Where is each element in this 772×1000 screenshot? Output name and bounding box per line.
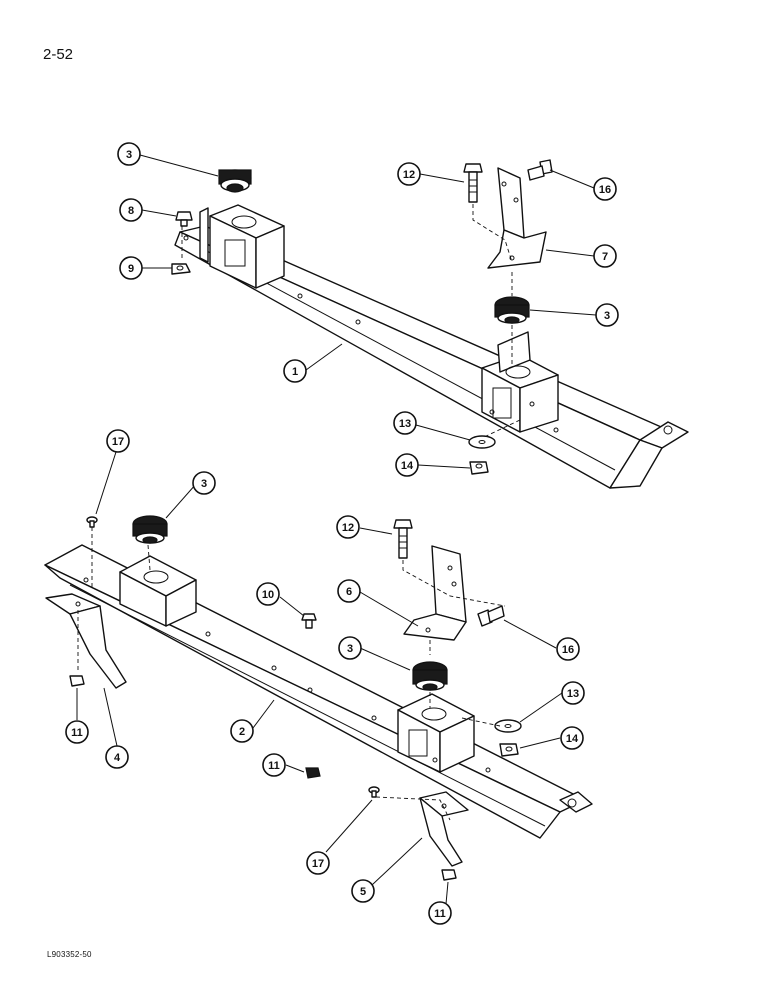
callout-3b: 3 (595, 303, 619, 327)
washer-13-lower (494, 719, 522, 733)
callout-4: 4 (105, 745, 129, 769)
svg-text:11: 11 (71, 727, 83, 739)
screw-17-left (86, 516, 98, 528)
svg-text:14: 14 (566, 733, 579, 745)
callout-7: 7 (593, 244, 617, 268)
drawing-code: L903352-50 (47, 950, 92, 959)
svg-text:17: 17 (112, 436, 124, 448)
callout-3d: 3 (338, 636, 362, 660)
lower-crossmember (44, 544, 593, 839)
svg-text:8: 8 (128, 205, 134, 217)
callout-9: 9 (119, 256, 143, 280)
bolt-8 (175, 211, 193, 227)
callout-11a: 11 (65, 720, 89, 744)
nut-14-upper (469, 461, 489, 475)
callout-16a: 16 (593, 177, 617, 201)
washer-13-upper (468, 435, 496, 449)
svg-text:10: 10 (262, 589, 274, 601)
nut-11-middle (305, 767, 321, 779)
svg-text:11: 11 (434, 908, 446, 920)
callout-11c: 11 (428, 901, 452, 925)
callout-13a: 13 (393, 411, 417, 435)
svg-text:9: 9 (128, 263, 134, 275)
callout-17a: 17 (106, 429, 130, 453)
page-number: 2-52 (43, 46, 74, 63)
nut-14-lower (499, 743, 519, 757)
callout-10: 10 (256, 582, 280, 606)
bolt-16-lower (477, 605, 505, 627)
callout-17b: 17 (306, 851, 330, 875)
callout-3a: 3 (117, 142, 141, 166)
callout-12b: 12 (336, 515, 360, 539)
bolt-10 (301, 613, 317, 629)
svg-text:3: 3 (126, 149, 132, 161)
callout-3c: 3 (192, 471, 216, 495)
svg-text:16: 16 (562, 644, 574, 656)
callout-14b: 14 (560, 726, 584, 750)
callout-8: 8 (119, 198, 143, 222)
rubber-isolator-upper-right (494, 296, 530, 324)
nut-11-left (69, 675, 85, 687)
callout-6: 6 (337, 579, 361, 603)
nut-11-bottom (441, 869, 457, 881)
bracket-7 (487, 167, 547, 269)
callout-12a: 12 (397, 162, 421, 186)
svg-text:4: 4 (114, 752, 121, 764)
bolt-12-upper (463, 163, 483, 203)
bracket-6 (403, 545, 467, 641)
rubber-isolator-lower-left (132, 515, 168, 544)
svg-text:2: 2 (239, 726, 245, 738)
callout-5: 5 (351, 879, 375, 903)
callout-14a: 14 (395, 453, 419, 477)
leader-lines (76, 154, 597, 905)
callout-11b: 11 (262, 753, 286, 777)
svg-text:12: 12 (342, 522, 354, 534)
callout-13b: 13 (561, 681, 585, 705)
svg-text:12: 12 (403, 169, 415, 181)
svg-text:3: 3 (604, 310, 610, 322)
svg-text:6: 6 (346, 586, 352, 598)
svg-text:17: 17 (312, 858, 324, 870)
svg-text:11: 11 (268, 760, 280, 772)
svg-text:3: 3 (201, 478, 207, 490)
svg-text:5: 5 (360, 886, 366, 898)
svg-text:13: 13 (567, 688, 579, 700)
callout-2: 2 (230, 719, 254, 743)
svg-text:3: 3 (347, 643, 353, 655)
svg-text:14: 14 (401, 460, 414, 472)
svg-text:1: 1 (292, 366, 298, 378)
rubber-isolator-upper-left (218, 169, 252, 193)
bracket-5 (419, 791, 469, 867)
callout-1: 1 (283, 359, 307, 383)
callout-16b: 16 (556, 637, 580, 661)
nut-9 (171, 263, 191, 275)
rubber-isolator-lower-right (412, 661, 448, 691)
bolt-16-upper (527, 159, 553, 181)
svg-text:7: 7 (602, 251, 608, 263)
bolt-12-lower (393, 519, 413, 559)
svg-text:13: 13 (399, 418, 411, 430)
bracket-4 (45, 593, 127, 689)
upper-crossmember (174, 204, 689, 489)
svg-text:16: 16 (599, 184, 611, 196)
screw-17-right (368, 786, 380, 798)
